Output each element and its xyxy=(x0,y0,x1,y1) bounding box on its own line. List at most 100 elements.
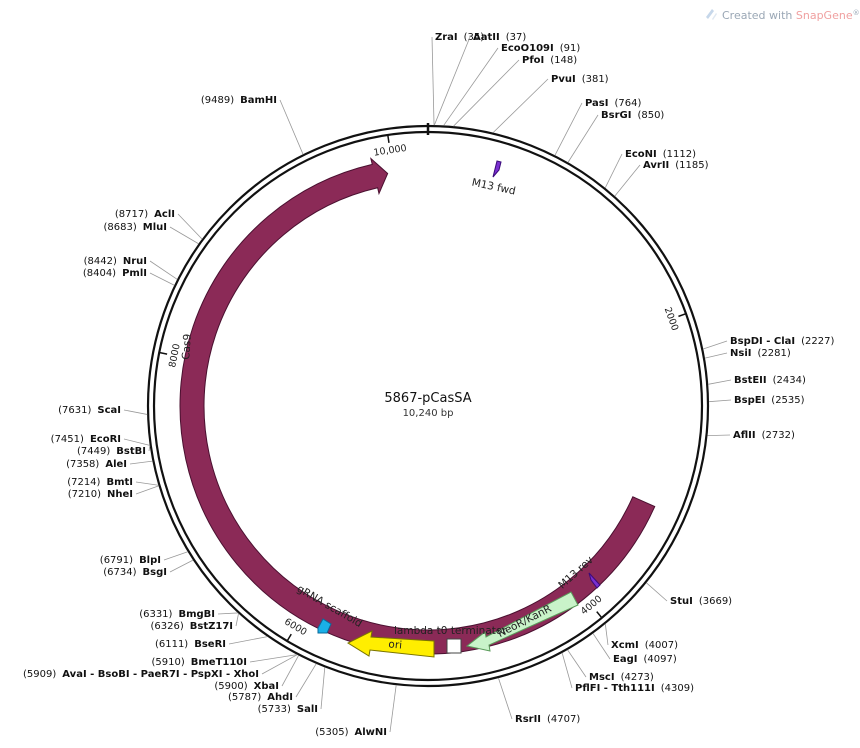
site-nrui: (8442)NruI xyxy=(84,256,178,280)
site-leader-line xyxy=(561,652,573,689)
site-blpi: (6791)BlpI xyxy=(100,551,188,566)
site-xbai: (5900)XbaI xyxy=(214,655,299,692)
site-label: (5787)AhdI xyxy=(228,692,293,703)
site-bsgi: (6734)BsgI xyxy=(103,559,194,578)
site-label: RsrII(4707) xyxy=(515,714,580,725)
backbone-inner-strand xyxy=(152,130,704,682)
site-leader-line xyxy=(261,654,298,675)
site-label: (5910)BmeT110I xyxy=(151,657,247,668)
site-leader-line xyxy=(235,613,239,627)
site-label: NsiI(2281) xyxy=(730,348,791,359)
site-label: EcoO109I(91) xyxy=(501,43,580,54)
site-xcmi: XcmI(4007) xyxy=(604,623,678,651)
site-pfoi: PfoI(148) xyxy=(453,55,577,127)
site-avai-bsobi-paer7i-pspxi-xhoi: (5909)AvaI - BsoBI - PaeR7I - PspXI - Xh… xyxy=(23,654,298,680)
site-label: BstEII(2434) xyxy=(734,375,806,386)
site-leader-line xyxy=(148,445,151,452)
site-label: ZraI(35) xyxy=(435,32,484,43)
site-ahdi: (5787)AhdI xyxy=(228,663,317,703)
site-leader-line xyxy=(703,340,728,350)
feature-cas9: Cas9 xyxy=(179,157,656,655)
site-label: (8717)AclI xyxy=(115,209,175,220)
site-label: (7210)NheI xyxy=(68,489,133,500)
site-label: (7449)BstBI xyxy=(77,446,146,457)
tick-mark-8000 xyxy=(159,351,168,355)
site-leader-line xyxy=(169,559,194,573)
site-nhei: (7210)NheI xyxy=(68,485,159,500)
site-label: (8404)PmlI xyxy=(83,268,147,279)
tick-mark-4000 xyxy=(596,611,603,619)
site-leader-line xyxy=(492,78,549,133)
site-label: PflFI - Tth111I(4309) xyxy=(575,683,694,694)
site-leader-line xyxy=(123,409,148,415)
site-label: (8442)NruI xyxy=(84,256,147,267)
site-avrii: AvrII(1185) xyxy=(614,160,709,197)
site-label: BspEI(2535) xyxy=(734,395,805,406)
site-stui: StuI(3669) xyxy=(646,582,732,607)
tick-label-2000: 2000 xyxy=(662,306,681,332)
tick-mark-10000 xyxy=(387,134,390,143)
tick-mark-6000 xyxy=(286,633,292,642)
site-label: XcmI(4007) xyxy=(611,640,678,651)
grna-scaffold-marker xyxy=(317,618,332,634)
site-label: (6791)BlpI xyxy=(100,555,161,566)
site-leader-line xyxy=(135,481,159,486)
site-label: (5733)SalI xyxy=(258,704,318,715)
site-leader-line xyxy=(129,460,153,465)
site-label: (5900)XbaI xyxy=(214,681,279,692)
site-leader-line xyxy=(217,612,238,615)
tick-label-10000: 10,000 xyxy=(373,143,408,159)
site-bsrgi: BsrGI(850) xyxy=(567,110,664,163)
site-aflii: AflII(2732) xyxy=(707,430,795,441)
site-aatii: AatII(37) xyxy=(434,32,526,126)
site-label: (6326)BstZ17I xyxy=(150,621,233,632)
cas9-label: Cas9 xyxy=(180,333,194,360)
snapgene-logo-icon xyxy=(706,9,717,20)
feature-neor: NeoR/KanR xyxy=(465,591,579,652)
site-bmti: (7214)BmtI xyxy=(67,477,159,488)
site-leader-line xyxy=(281,655,299,687)
site-leader-line xyxy=(431,36,435,126)
site-leader-line xyxy=(708,379,732,385)
site-leader-line xyxy=(389,685,397,733)
cas9-arrow xyxy=(179,157,656,655)
site-leader-line xyxy=(135,485,159,495)
site-leader-line xyxy=(163,551,188,561)
site-leader-line xyxy=(614,164,641,197)
site-leader-line xyxy=(295,663,317,698)
site-label: BsrGI(850) xyxy=(601,110,664,121)
site-bsteii: BstEII(2434) xyxy=(708,375,806,386)
site-label: (8683)MluI xyxy=(104,222,167,233)
site-leader-line xyxy=(149,260,178,280)
feature-m13fwd: M13 fwd xyxy=(471,160,517,198)
site-label: MscI(4273) xyxy=(589,672,654,683)
site-leader-line xyxy=(228,636,268,645)
site-msci: MscI(4273) xyxy=(567,649,654,683)
site-label: (7631)ScaI xyxy=(58,405,121,416)
lambda-terminator-box xyxy=(446,638,462,654)
site-nsii: NsiI(2281) xyxy=(704,348,791,359)
credit-text: Created with SnapGene® xyxy=(722,9,860,22)
site-leader-line xyxy=(567,649,587,678)
site-mlui: (8683)MluI xyxy=(104,222,199,245)
site-leader-line xyxy=(646,582,668,602)
tick-mark-2000 xyxy=(678,312,687,318)
site-ecoo109i: EcoO109I(91) xyxy=(443,43,580,126)
site-bstbi: (7449)BstBI xyxy=(77,445,151,457)
site-leader-line xyxy=(592,633,611,660)
m13-rev-marker xyxy=(588,572,601,589)
site-acli: (8717)AclI xyxy=(115,209,203,240)
site-alei: (7358)AleI xyxy=(66,459,153,470)
site-bspei: BspEI(2535) xyxy=(708,395,805,406)
site-pflfi-tth111i: PflFI - Tth111I(4309) xyxy=(561,652,694,694)
m13-fwd-label: M13 fwd xyxy=(471,177,517,198)
site-label: AflII(2732) xyxy=(733,430,795,441)
site-pmli: (8404)PmlI xyxy=(83,268,175,286)
site-leader-line xyxy=(169,226,199,245)
site-leader-line xyxy=(604,623,609,646)
site-leader-line xyxy=(604,153,623,189)
site-leader-line xyxy=(554,102,583,156)
site-label: BspDI - ClaI(2227) xyxy=(730,336,834,347)
site-label: (6331)BmgBI xyxy=(139,609,215,620)
feature-ori: ori xyxy=(346,630,435,658)
